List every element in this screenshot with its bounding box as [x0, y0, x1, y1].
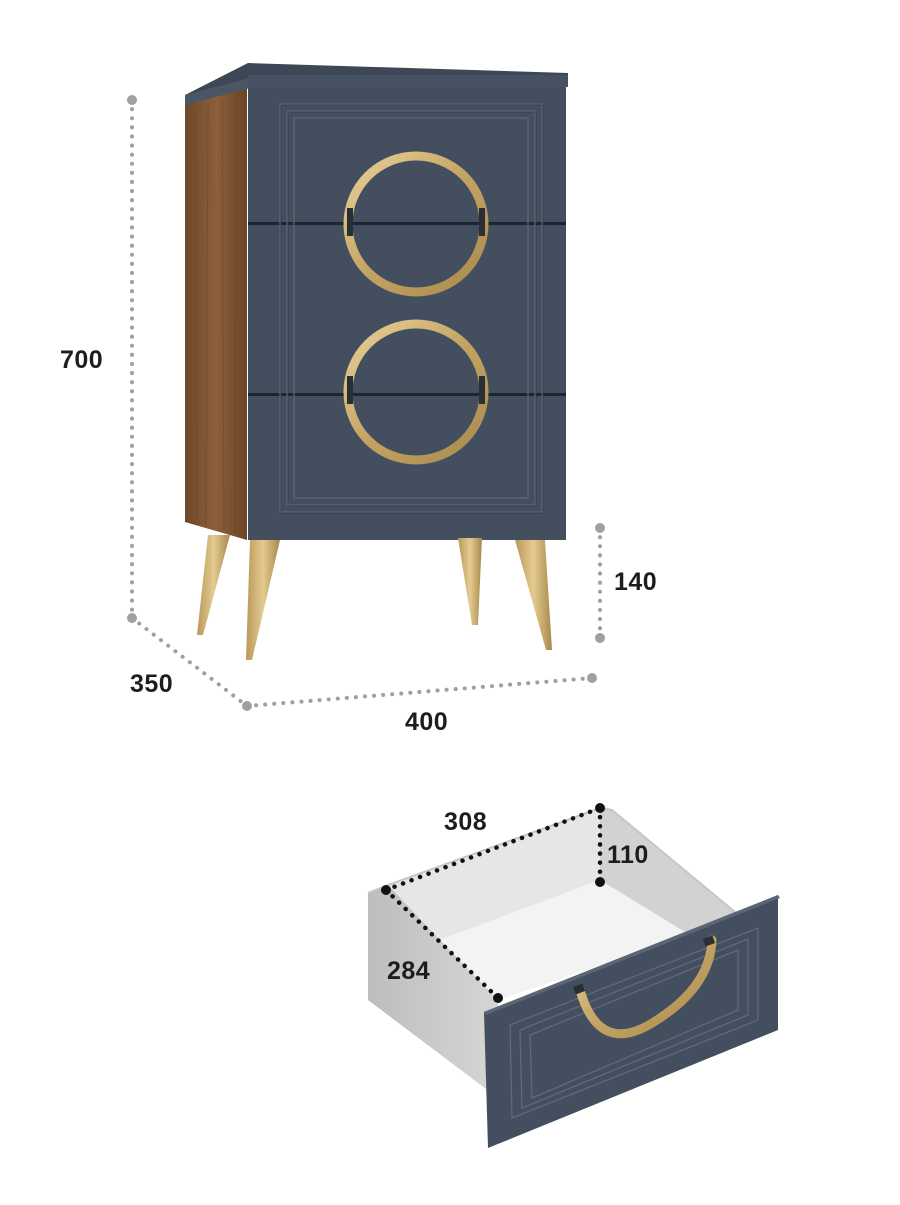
label-drawer-height: 110 — [607, 841, 649, 869]
gold-ring-handle-icon — [343, 151, 489, 297]
drawer-handle-icon — [572, 935, 717, 1039]
cabinet-side-panel — [185, 78, 247, 540]
cabinet-top — [185, 63, 568, 105]
label-cabinet-height: 700 — [60, 346, 104, 374]
label-cabinet-width: 400 — [405, 708, 449, 736]
open-drawer-illustration — [367, 806, 780, 1148]
wood-grain — [194, 93, 237, 535]
leg-back-right — [458, 538, 482, 625]
dim-line-width — [245, 676, 594, 708]
leg-back-left — [197, 535, 230, 635]
leg-front-left — [246, 540, 280, 660]
label-drawer-width: 308 — [444, 808, 488, 836]
label-cabinet-depth: 350 — [130, 670, 174, 698]
dimension-lines-drawer — [383, 805, 603, 1001]
dimension-endpoints-cabinet — [127, 95, 605, 711]
cabinet-legs — [197, 535, 552, 660]
label-drawer-depth: 284 — [387, 957, 431, 985]
drawer-right-wall — [600, 808, 735, 935]
cabinet-illustration — [185, 63, 568, 660]
drawer-front-2 — [248, 225, 566, 393]
dim-line-depth — [130, 616, 249, 708]
leg-front-right — [515, 540, 552, 650]
dimension-endpoints-drawer — [381, 803, 605, 1003]
dim-line-drawer-width — [383, 805, 603, 893]
drawer-left-wall — [368, 885, 498, 1098]
drawer-back-wall — [388, 808, 600, 940]
cabinet-front — [248, 87, 566, 540]
gold-ring-handle-icon — [343, 319, 489, 465]
drawer-front-3 — [248, 396, 566, 540]
dim-line-drawer-depth — [383, 887, 501, 1001]
drawer-floor — [440, 880, 690, 1000]
label-leg-height: 140 — [614, 568, 658, 596]
dimension-lines-cabinet — [130, 98, 602, 708]
